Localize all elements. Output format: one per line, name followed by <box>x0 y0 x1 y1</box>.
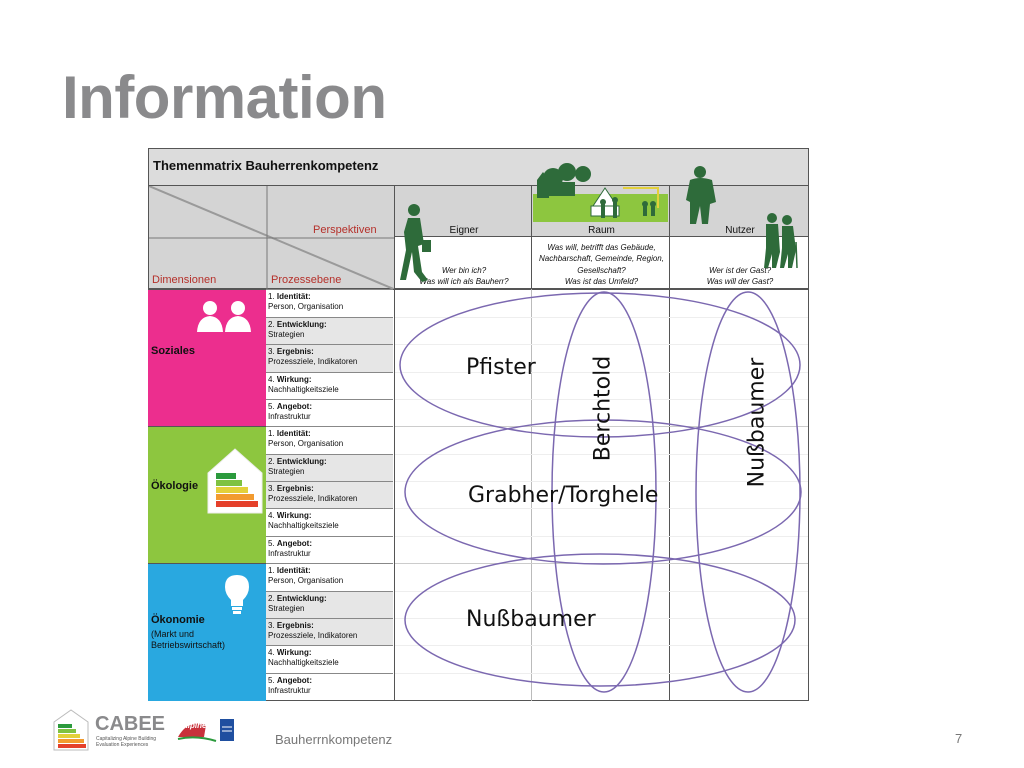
alpine-space-logo: Alpine <box>176 715 238 752</box>
row-line <box>395 508 808 509</box>
dimension-oekonomie-sub2: Betriebswirtschaft) <box>151 640 226 650</box>
question-raum-line3: Gesellschaft? <box>577 266 626 275</box>
process-step: 3. Ergebnis:Prozessziele, Indikatoren <box>266 618 393 645</box>
row-line <box>395 536 808 537</box>
cabee-tagline-1: Capitalizing Alpine Building <box>96 736 157 742</box>
energy-house-icon <box>207 448 263 514</box>
process-step: 2. Entwicklung:Strategien <box>266 591 393 618</box>
dimension-oekologie: Ökologie <box>148 426 266 563</box>
question-raum-line1: Was will, betrifft das Gebäude, <box>547 243 656 252</box>
annotation-nussbaumer-vertical: Nußbaumer <box>744 357 770 488</box>
row-line <box>395 645 808 646</box>
question-nutzer-line1: Wer ist der Gast? <box>708 266 772 275</box>
question-eigner-line1: Wer bin ich? <box>441 266 487 275</box>
question-raum-line2: Nachbarschaft, Gemeinde, Region, <box>539 254 664 263</box>
col-label-eigner: Eigner <box>449 225 479 236</box>
question-raum-line4: Was ist das Umfeld? <box>564 277 639 286</box>
row-line <box>395 426 808 427</box>
question-eigner-line2: Was will ich als Bauherr? <box>419 277 509 286</box>
dimension-oekonomie: Ökonomie (Markt und Betriebswirtschaft) <box>148 563 266 701</box>
process-step: 2. Entwicklung:Strategien <box>266 454 393 481</box>
annotation-pfister: Pfister <box>466 355 536 380</box>
row-line <box>395 481 808 482</box>
question-raum: Was will, betrifft das Gebäude, Nachbars… <box>531 236 670 289</box>
cabee-tagline-2: Evaluation Experiences <box>96 742 149 748</box>
question-nutzer-line2: Was will der Gast? <box>706 277 774 286</box>
ellipse-oekologie <box>404 419 802 565</box>
row-line <box>395 317 808 318</box>
diagonal-divider <box>149 186 396 290</box>
people-icon <box>197 301 251 332</box>
process-step: 1. Identität:Person, Organisation <box>266 563 393 591</box>
col-divider-2 <box>531 289 532 701</box>
process-step: 4. Wirkung:Nachhaltigkeitsziele <box>266 645 393 673</box>
cabee-name: CABEE <box>95 713 166 735</box>
dimension-soziales-label: Soziales <box>151 345 196 357</box>
row-line <box>395 344 808 345</box>
row-line <box>395 454 808 455</box>
process-step: 2. Entwicklung:Strategien <box>266 317 393 344</box>
process-step: 5. Angebot:Infrastruktur <box>266 399 393 426</box>
cabee-logo: CABEE Capitalizing Alpine Building Evalu… <box>52 708 172 757</box>
themenmatrix: Themenmatrix Bauherrenkompetenz Perspekt… <box>148 148 809 701</box>
annotation-grabher-torghele: Grabher/Torghele <box>468 483 659 508</box>
col-label-raum: Raum <box>588 225 615 236</box>
row-line <box>395 399 808 400</box>
elderly-couple-icon <box>764 213 798 269</box>
annotation-nussbaumer-horizontal: Nußbaumer <box>466 607 596 632</box>
col-label-nutzer: Nutzer <box>725 225 755 236</box>
row-line <box>395 591 808 592</box>
annotation-berchtold: Berchtold <box>590 355 616 462</box>
alpine-logo-text: Alpine <box>182 721 207 730</box>
process-step: 4. Wirkung:Nachhaltigkeitsziele <box>266 372 393 399</box>
lightbulb-icon <box>225 575 249 614</box>
dimension-oekonomie-label: Ökonomie <box>151 614 205 626</box>
row-line <box>395 673 808 674</box>
ellipse-nutzer <box>695 291 801 693</box>
process-step: 5. Angebot:Infrastruktur <box>266 673 393 701</box>
process-step: 1. Identität:Person, Organisation <box>266 426 393 454</box>
footer-text: Bauherrnkompetenz <box>275 732 393 747</box>
col-divider-3 <box>669 289 670 701</box>
process-step: 5. Angebot:Infrastruktur <box>266 536 393 563</box>
process-step: 1. Identität:Person, Organisation <box>266 289 393 317</box>
slide-title: Information <box>62 64 387 131</box>
process-step: 3. Ergebnis:Prozessziele, Indikatoren <box>266 344 393 372</box>
dimensionen-label: Dimensionen <box>152 274 217 286</box>
ellipse-raum <box>551 291 657 693</box>
dimension-oekonomie-sub1: (Markt und <box>151 629 195 639</box>
perspektiven-label: Perspektiven <box>313 224 377 236</box>
ellipse-oekonomie <box>404 553 796 687</box>
row-line <box>395 618 808 619</box>
process-step: 4. Wirkung:Nachhaltigkeitsziele <box>266 508 393 536</box>
dimension-soziales: Soziales <box>148 289 266 426</box>
guest-couple-icon <box>686 166 716 224</box>
person-walking-icon <box>400 204 431 282</box>
row-line <box>395 372 808 373</box>
col-divider-1 <box>394 289 395 701</box>
village-scene-icon <box>533 163 668 222</box>
prozessebene-label: Prozessebene <box>271 274 342 286</box>
dimension-oekologie-label: Ökologie <box>151 480 199 492</box>
process-step: 3. Ergebnis:Prozessziele, Indikatoren <box>266 481 393 508</box>
page-number: 7 <box>955 731 963 746</box>
